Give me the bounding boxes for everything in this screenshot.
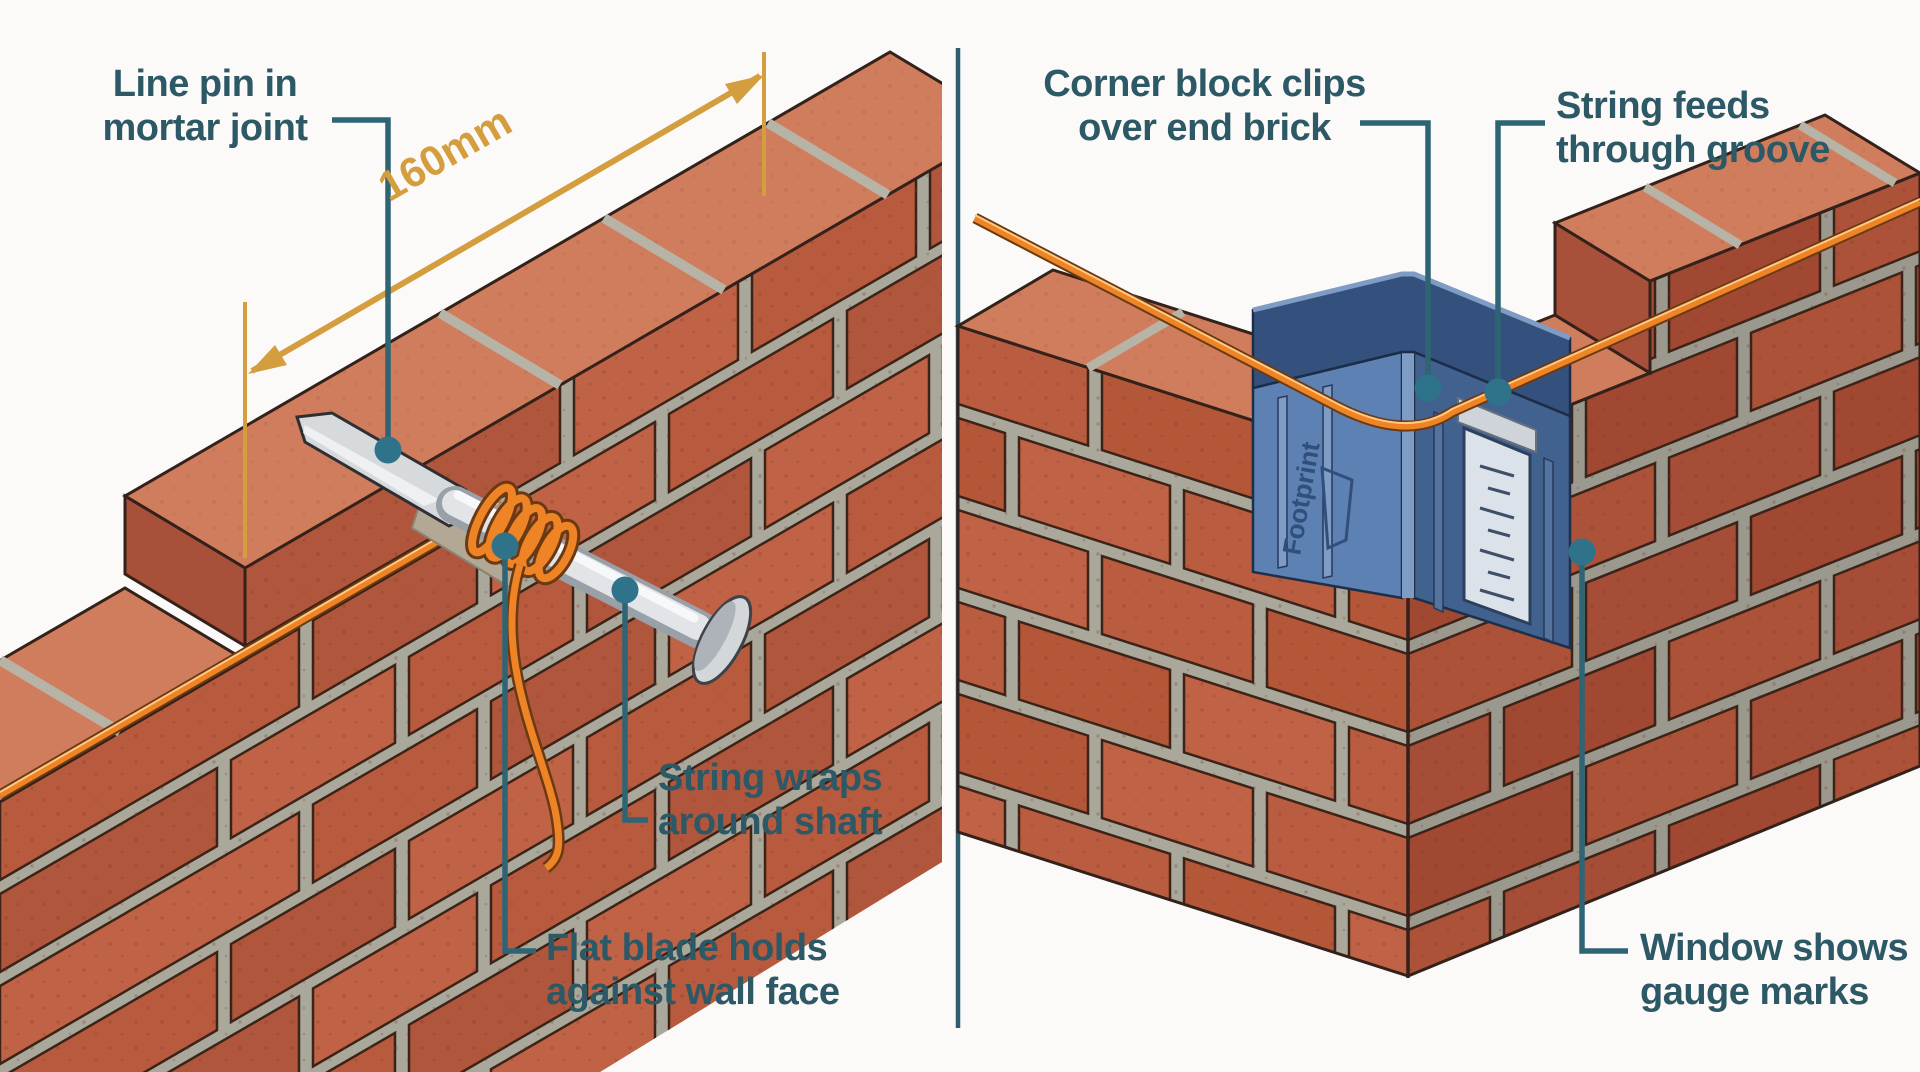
texture xyxy=(1408,173,1920,976)
dimension-160mm xyxy=(243,52,766,558)
string-coils xyxy=(465,480,581,586)
arrowhead-right xyxy=(725,75,764,104)
right-panel: Footprint xyxy=(954,113,1920,979)
texture xyxy=(1555,115,1920,281)
block-rib xyxy=(1543,456,1554,644)
brick xyxy=(958,876,1090,976)
string-line-left xyxy=(0,500,503,800)
callout-dot-blade xyxy=(491,532,519,560)
block-rib xyxy=(1433,410,1444,614)
top-face-joints xyxy=(437,118,891,390)
gauge-marks xyxy=(1479,464,1515,602)
brick xyxy=(1265,975,1408,976)
dimension-line xyxy=(250,73,762,374)
band-top-edge xyxy=(1252,271,1571,341)
corner-block: Footprint xyxy=(1251,271,1572,650)
callout-dot-block xyxy=(1414,374,1442,402)
brick xyxy=(1100,922,1255,976)
leader-line-pin xyxy=(332,117,391,438)
pin-head xyxy=(691,595,753,685)
callout-dot-pin xyxy=(374,436,402,464)
arrowhead-left xyxy=(248,345,287,374)
end-brick-face xyxy=(123,493,247,649)
brick xyxy=(1584,888,1739,976)
callout-dot-groove xyxy=(1484,378,1512,406)
leader-window xyxy=(1579,565,1628,954)
brick xyxy=(1408,954,1574,976)
brick xyxy=(1749,822,1904,965)
leader-flat-blade xyxy=(502,558,536,954)
pin-blade-highlight xyxy=(303,425,440,506)
corner-face-left xyxy=(958,326,1408,976)
leader-corner-block xyxy=(1360,120,1431,375)
leader-lines-right xyxy=(1360,120,1628,954)
string-line-right xyxy=(972,196,1920,432)
block-rib xyxy=(1277,395,1288,569)
string-tail xyxy=(506,563,565,873)
top-face-joints xyxy=(1642,121,1898,249)
brick-wall-right xyxy=(956,171,1920,979)
leader-string-wraps xyxy=(622,602,648,823)
line-pin xyxy=(295,411,753,873)
brick xyxy=(1914,815,1920,899)
leader-string-feeds xyxy=(1495,120,1545,379)
brand-logo xyxy=(1320,465,1354,551)
top-face-joint xyxy=(0,655,123,737)
leader-lines-left xyxy=(332,117,648,954)
callout-dot-window xyxy=(1568,538,1596,566)
callout-dot-shaft xyxy=(611,576,639,604)
block-corner-highlight xyxy=(1402,352,1414,598)
